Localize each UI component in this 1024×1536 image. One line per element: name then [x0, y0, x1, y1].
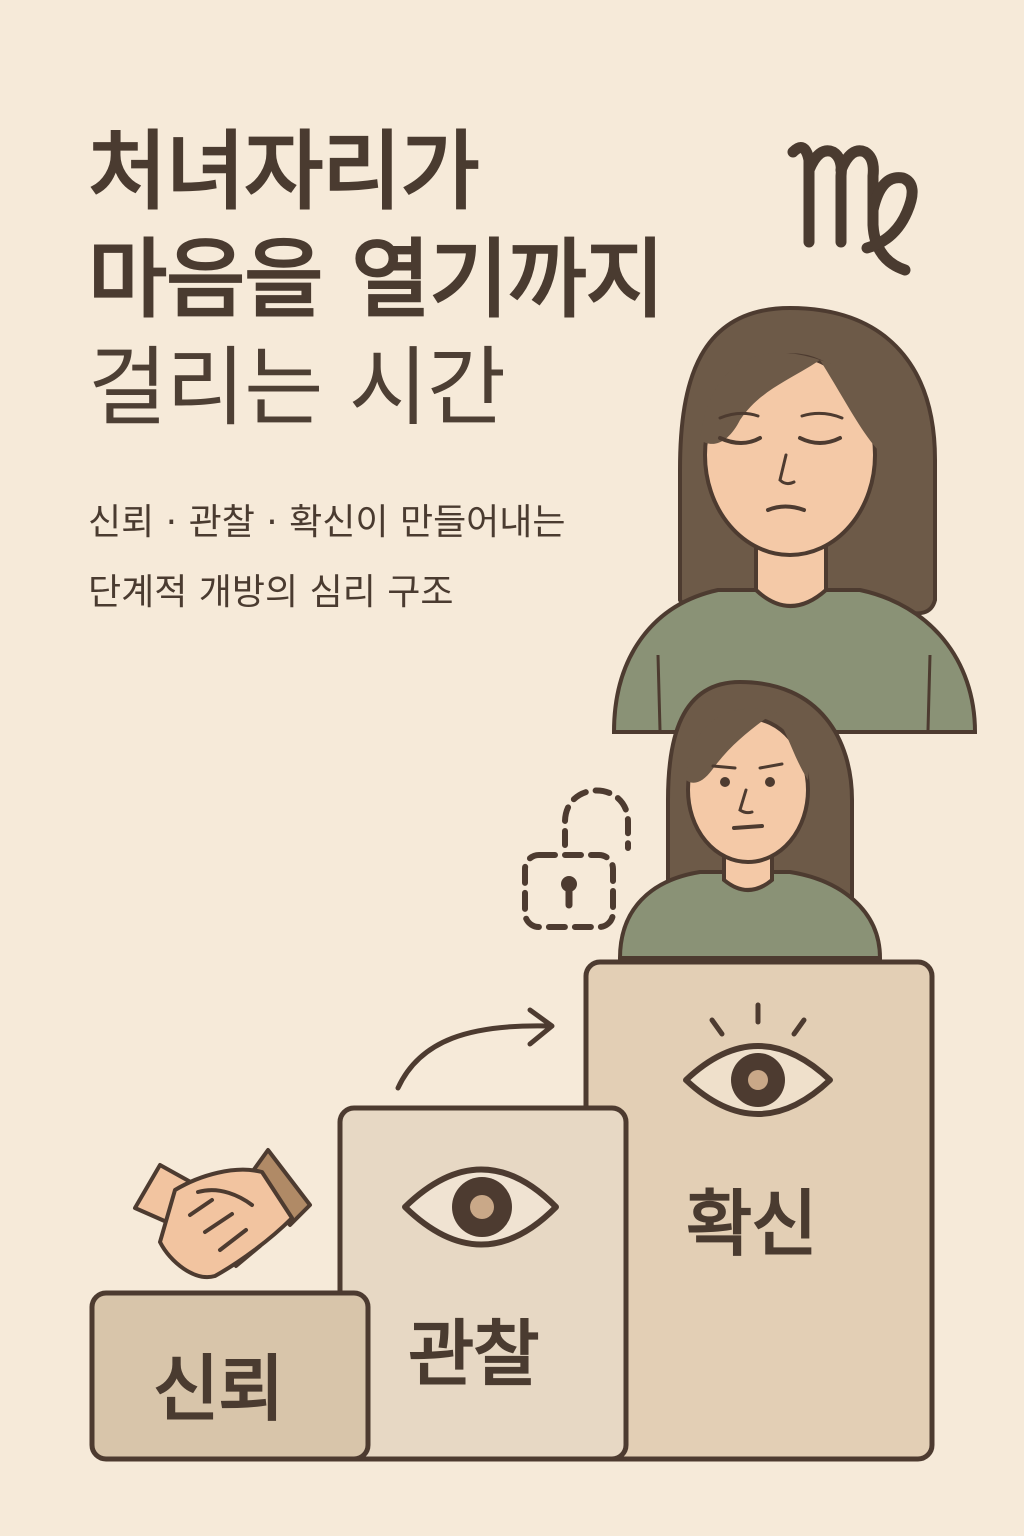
step-label-trust: 신뢰 [153, 1347, 284, 1431]
step-1-block [89, 1290, 371, 1462]
woman-neutral [617, 679, 883, 960]
unlocked-padlock-icon [522, 787, 631, 930]
radiant-eye-icon [683, 1002, 833, 1117]
step-label-observation: 관찰 [408, 1312, 539, 1396]
title-line-2: 마음을 열기까지 [88, 230, 665, 330]
curved-arrow-icon [395, 1007, 555, 1091]
page-title: 처녀자리가 마음을 열기까지 걸리는 시간 [88, 118, 665, 442]
subtitle: 신뢰 · 관찰 · 확신이 만들어내는 단계적 개방의 심리 구조 [88, 488, 566, 628]
step-2-block [337, 1105, 629, 1462]
title-line-1: 처녀자리가 [88, 122, 480, 222]
eye-icon [402, 1166, 559, 1248]
woman-eyes-closed [611, 305, 978, 734]
virgo-symbol-icon [787, 142, 918, 276]
subtitle-line-2: 단계적 개방의 심리 구조 [88, 572, 454, 613]
subtitle-line-1: 신뢰 · 관찰 · 확신이 만들어내는 [88, 502, 566, 543]
handshake-icon [133, 1148, 312, 1280]
step-label-conviction: 확신 [686, 1182, 817, 1266]
title-line-3: 걸리는 시간 [88, 338, 506, 438]
